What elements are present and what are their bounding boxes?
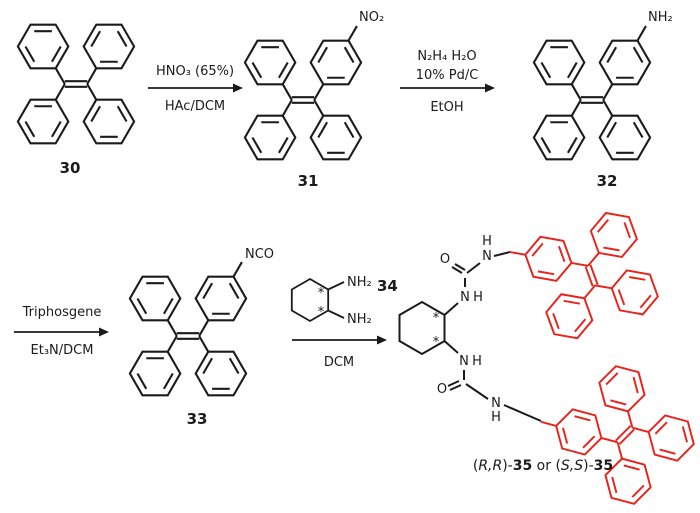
reagent-step3-above: Triphosgene — [22, 305, 102, 320]
nitrogen-label: N — [459, 354, 469, 369]
compound-31-label: 31 — [298, 172, 319, 190]
nitrogen-label: N — [491, 396, 501, 411]
compound-30-label: 30 — [60, 159, 81, 177]
stereo-asterisk: * — [318, 305, 325, 320]
reaction-arrow-3 — [14, 327, 109, 337]
amine-label-top: NH₂ — [347, 275, 372, 290]
reaction-arrow-1 — [148, 83, 243, 93]
arrowhead-icon — [233, 83, 243, 93]
nitrogen-label: N — [482, 249, 492, 264]
reaction-arrow-2 — [400, 83, 495, 93]
oxygen-label: O — [437, 382, 447, 397]
reagent-step2-line2: 10% Pd/C — [416, 68, 479, 83]
arrowhead-icon — [377, 335, 387, 345]
product-label: (R,R)-35 or (S,S)-35 — [473, 458, 613, 474]
reagent-step3-below: Et₃N/DCM — [31, 343, 94, 358]
substituent-label-nh2: NH₂ — [648, 10, 673, 25]
compound-34-label: 34 — [377, 277, 398, 295]
substituent-label-no2: NO₂ — [359, 10, 384, 25]
hydrogen-label: H — [482, 234, 492, 249]
amine-label-bottom: NH₂ — [347, 312, 372, 327]
urea-lower: N H O N H — [437, 340, 542, 425]
urea-upper: N H O N H — [440, 234, 511, 316]
oxygen-label: O — [440, 252, 450, 267]
reagent-step1-above: HNO₃ (65%) — [156, 64, 234, 79]
stereo-asterisk: * — [318, 286, 325, 301]
reagent-step4-below: DCM — [324, 355, 354, 370]
arrowhead-icon — [485, 83, 495, 93]
compound-33-label: 33 — [187, 410, 208, 428]
substituent-label-nco: NCO — [245, 247, 274, 262]
stereo-asterisk: * — [433, 335, 440, 350]
hydrogen-label: H — [473, 290, 483, 305]
compound-35-structure: * * N H O N H — [398, 197, 700, 513]
reagent-step2-below: EtOH — [430, 100, 463, 115]
reagent-step2-line1: N₂H₄ H₂O — [417, 49, 476, 64]
hydrogen-label: H — [472, 354, 482, 369]
compound-34-structure: NH₂ NH₂ * * 34 — [290, 275, 398, 327]
reaction-arrow-4 — [292, 335, 387, 345]
stereo-asterisk: * — [433, 311, 440, 326]
compound-32-label: 32 — [597, 172, 618, 190]
reagent-step1-below: HAc/DCM — [165, 99, 225, 114]
arrowhead-icon — [99, 327, 109, 337]
nitrogen-label: N — [460, 290, 470, 305]
hydrogen-label: H — [491, 410, 501, 425]
